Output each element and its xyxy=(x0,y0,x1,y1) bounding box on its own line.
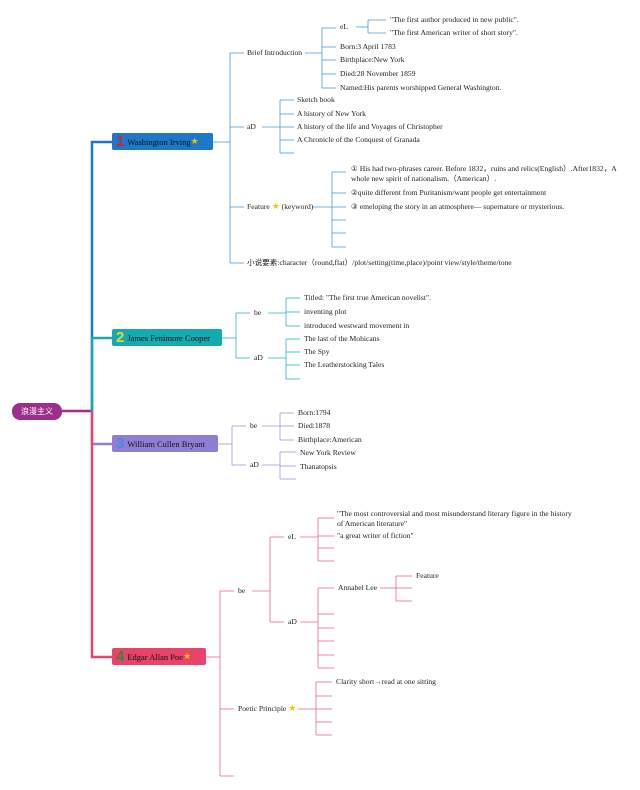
irving-work: A history of the life and Voyages of Chr… xyxy=(297,122,443,131)
irving-feature-item: ① His had two-phrases career. Before 183… xyxy=(351,164,617,183)
irving-novel-elements: 小说要素:character（round,flat）/plot/setting(… xyxy=(247,258,512,267)
number-badge: 1 xyxy=(116,133,125,150)
poe-annabel-feature: Feature xyxy=(416,571,439,580)
cooper-be: be xyxy=(254,308,262,317)
cooper-work: The Leatherstocking Tales xyxy=(304,360,385,369)
star-icon: ★ xyxy=(183,651,192,662)
irving-feature-item: ②quite different from Puritanism/want pe… xyxy=(351,188,547,197)
bryant-work: Thanatopsis xyxy=(300,462,337,471)
poe-el-item: "a great writer of fiction" xyxy=(337,531,414,540)
root-label: 浪漫主义 xyxy=(21,407,53,416)
bryant-be: be xyxy=(250,421,258,430)
poe-be: be xyxy=(238,586,246,595)
poe-poetic-label: Poetic Principle xyxy=(238,704,287,713)
cooper-work: The Spy xyxy=(304,347,330,356)
node-label: James Fenimore Cooper xyxy=(127,332,210,343)
bryant-be-item: Died:1878 xyxy=(298,421,331,430)
number-badge: 3 xyxy=(116,435,125,452)
star-icon: ★ xyxy=(288,704,297,714)
irving-fact: Died:28 November 1859 xyxy=(340,69,416,78)
bryant-be-item: Birthplace:American xyxy=(298,435,362,444)
bryant-be-item: Born:1794 xyxy=(298,408,331,417)
irving-ad: aD xyxy=(247,122,256,131)
cooper-ad: aD xyxy=(254,353,263,362)
irving-feature-item: ③ emeloping the story in an atmosphere— … xyxy=(351,202,565,211)
irving-feature-label: Feature xyxy=(247,202,270,211)
star-icon: ★ xyxy=(190,136,199,147)
irving-feature: Feature ★ (keyword) xyxy=(247,202,313,212)
node-william-cullen-bryant[interactable]: 3 William Cullen Bryant xyxy=(112,435,218,452)
root-node[interactable]: 浪漫主义 xyxy=(12,403,62,420)
irving-fact: Born:3 April 1783 xyxy=(340,42,396,51)
cooper-be-item: introduced westward movement in xyxy=(304,321,410,330)
irving-fact: Named:His parents worshipped General Was… xyxy=(340,83,502,92)
node-washington-irving[interactable]: 1 Washington Irving ★ xyxy=(112,133,213,150)
number-badge: 4 xyxy=(116,648,125,665)
irving-fact: Birthplace:New York xyxy=(340,55,405,64)
irving-el-item: "The first author produced in new public… xyxy=(390,15,519,24)
irving-feature-suffix: (keyword) xyxy=(281,202,314,211)
star-icon: ★ xyxy=(271,202,280,212)
cooper-be-item: inventing plot xyxy=(304,307,347,316)
poe-ad: aD xyxy=(288,617,297,626)
irving-el-item: "The first American writer of short stor… xyxy=(390,28,518,37)
node-label: Edgar Allan Poe xyxy=(127,651,184,662)
node-edgar-allan-poe[interactable]: 4 Edgar Allan Poe ★ xyxy=(112,648,206,665)
node-label: William Cullen Bryant xyxy=(127,438,205,449)
irving-work: A history of New York xyxy=(297,109,366,118)
number-badge: 2 xyxy=(116,329,125,346)
node-label: Washington Irving xyxy=(127,136,191,147)
bryant-work: New York Review xyxy=(300,448,356,457)
irving-work: Sketch book xyxy=(297,95,335,104)
irving-work: A Chronicle of the Conquest of Granada xyxy=(297,135,420,144)
cooper-work: The last of the Mohicans xyxy=(304,334,380,343)
poe-el-item: "The most controversial and most misunde… xyxy=(337,509,572,528)
node-james-fenimore-cooper[interactable]: 2 James Fenimore Cooper xyxy=(112,329,222,346)
poe-poetic-principle: Poetic Principle ★ xyxy=(238,704,296,714)
bryant-ad: aD xyxy=(250,460,259,469)
cooper-be-item: Titled: "The first true American novelis… xyxy=(304,293,431,302)
poe-annabel-lee: Annabel Lee xyxy=(338,583,378,592)
poe-el: eL xyxy=(288,532,297,541)
irving-el: eL xyxy=(340,22,349,31)
irving-brief-intro: Brief Introduction xyxy=(247,48,303,57)
poe-poetic-item: Clarity short→read at one sitting xyxy=(336,677,436,686)
